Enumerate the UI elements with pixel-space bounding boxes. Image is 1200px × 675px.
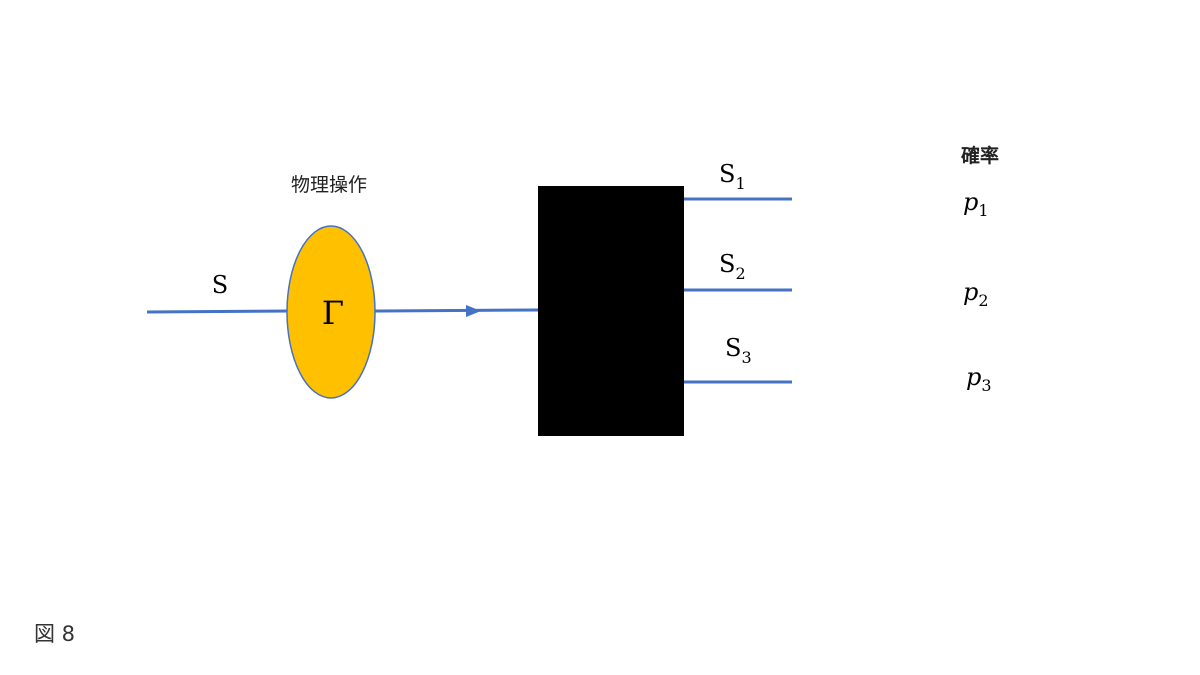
connector-line — [374, 308, 539, 313]
probability-1: p1 — [963, 188, 989, 220]
input-line — [146, 309, 291, 314]
operator-symbol: Γ — [322, 294, 344, 332]
measurement-box — [538, 186, 684, 436]
probability-header: 確率 — [961, 144, 999, 167]
operator-ellipse — [286, 225, 376, 399]
output-state-2: S2 — [719, 250, 746, 283]
probability-2: p2 — [963, 278, 989, 310]
output-state-1: S1 — [719, 160, 746, 193]
operation-label: 物理操作 — [291, 174, 367, 196]
probability-3: p3 — [966, 363, 992, 395]
figure-caption: 図 8 — [34, 622, 76, 646]
arrow-head-icon — [466, 305, 481, 317]
output-state-3: S3 — [725, 334, 752, 367]
input-state-label: S — [212, 271, 228, 299]
